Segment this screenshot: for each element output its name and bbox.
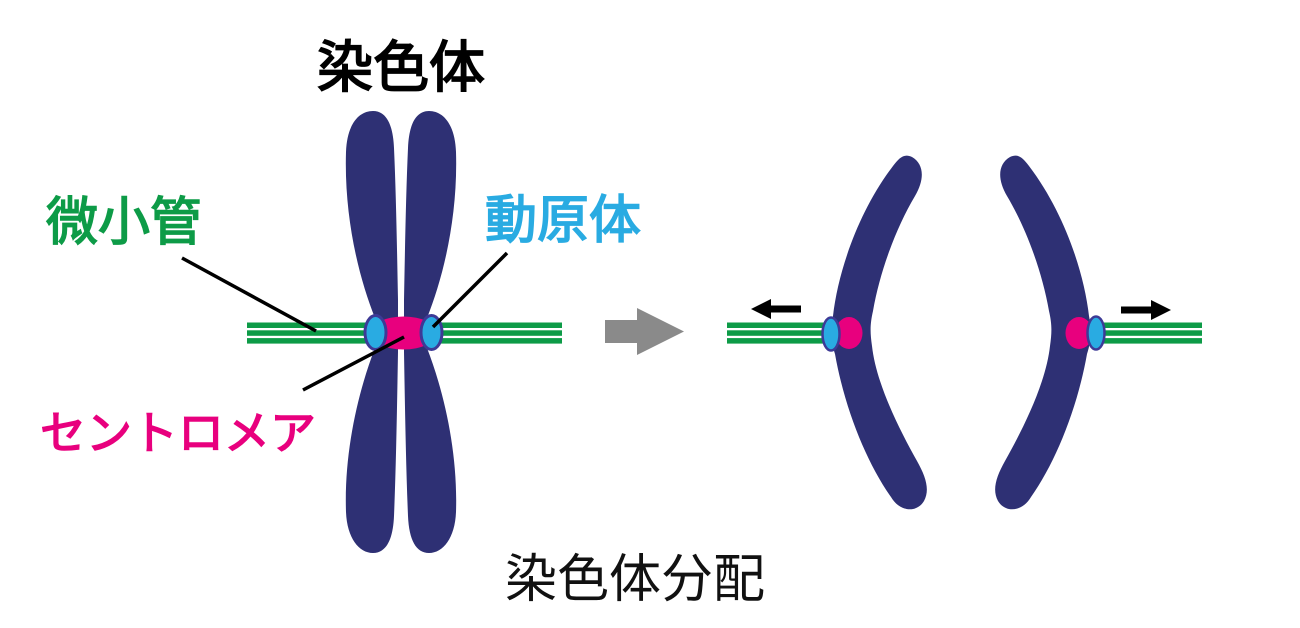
centromere-label: セントロメア (40, 406, 316, 460)
microtubule-strand (430, 330, 562, 336)
microtubule-anaphase-right-bundle (1092, 322, 1202, 344)
transition-block-arrow-icon (605, 308, 684, 355)
microtubule-strand (247, 338, 378, 344)
microtubule-strand (1092, 338, 1202, 344)
microtubule-leader-line (181, 256, 317, 333)
microtubule-strand (727, 330, 832, 336)
centromere-shape-anaphase-right (1065, 317, 1093, 349)
pull-left-arrow-icon (751, 299, 801, 319)
diagram-title: 染色体 (317, 36, 485, 101)
pull-right-arrow-icon (1121, 300, 1171, 320)
centromere-leader-line (302, 335, 405, 392)
centromere-shape-anaphase-left (835, 317, 863, 349)
microtubule-strand (247, 322, 378, 328)
microtubule-strand (247, 330, 378, 336)
chromatid-left (345, 111, 398, 553)
separated-chromatid-right (995, 155, 1091, 510)
separated-chromatid-left (831, 155, 927, 510)
microtubule-strand (1092, 330, 1202, 336)
microtubule-strand (1092, 322, 1202, 328)
microtubule-left-bundle (247, 322, 378, 344)
chromatid-right (404, 111, 457, 553)
microtubule-right-bundle (430, 322, 562, 344)
microtubule-label: 微小管 (45, 193, 202, 253)
microtubule-strand (430, 322, 562, 328)
kinetochore-shape-anaphase-right (1086, 315, 1106, 351)
kinetochore-leader-line (431, 251, 509, 329)
diagram-caption: 染色体分配 (505, 550, 765, 610)
centromere-shape (370, 316, 437, 350)
kinetochore-shape-left (363, 314, 388, 351)
microtubule-strand (727, 338, 832, 344)
kinetochore-shape-anaphase-left (821, 316, 841, 352)
microtubule-anaphase-left-bundle (727, 322, 832, 344)
kinetochore-label: 動原体 (485, 191, 641, 251)
microtubule-strand (727, 322, 832, 328)
microtubule-strand (430, 338, 562, 344)
